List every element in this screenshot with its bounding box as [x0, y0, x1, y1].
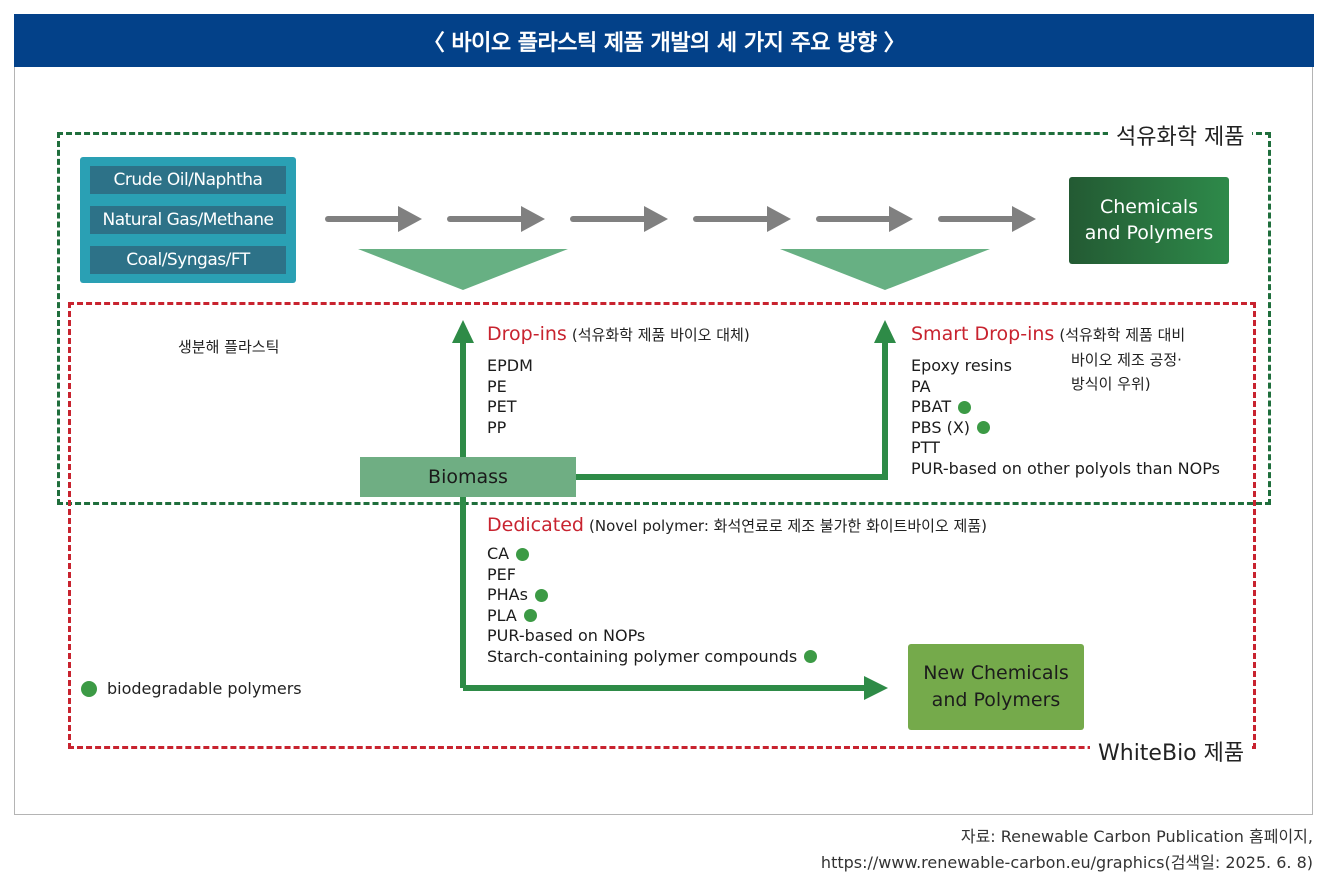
- polymer-item: EPDM: [487, 356, 533, 377]
- drop-ins-title: Drop-ins: [487, 323, 567, 345]
- polymer-item: PE: [487, 377, 533, 398]
- smart-drop-ins-note-1: (석유화학 제품 대비: [1059, 326, 1186, 344]
- dedicated-title: Dedicated: [487, 514, 584, 536]
- arrow-up-smart-drop-ins: [874, 320, 896, 343]
- polymer-label: PUR-based on NOPs: [487, 626, 646, 645]
- polymer-label: Starch-containing polymer compounds: [487, 646, 798, 666]
- polymer-item: CA: [487, 544, 817, 565]
- smart-drop-ins-note-2: 바이오 제조 공정·: [1071, 351, 1182, 369]
- polymer-item: PTT: [911, 438, 1220, 459]
- gray-arrow: [938, 206, 1036, 232]
- biodegradable-dot-icon: [523, 609, 537, 623]
- drop-ins-heading: Drop-ins (석유화학 제품 바이오 대체): [487, 324, 750, 345]
- polymer-item: PEF: [487, 565, 817, 586]
- source-note-line2: https://www.renewable-carbon.eu/graphics…: [820, 853, 1313, 872]
- polymer-item: PHAs: [487, 585, 817, 606]
- arrow-right-new-chemicals: [864, 676, 888, 700]
- polymer-label: PBS (X): [911, 417, 971, 437]
- funnel-smart-drop-ins: [780, 249, 990, 290]
- legend: biodegradable polymers: [81, 679, 302, 698]
- polymer-item: Epoxy resins: [911, 356, 1220, 377]
- polymer-label: PLA: [487, 605, 517, 625]
- polymer-label: CA: [487, 544, 510, 563]
- legend-label: biodegradable polymers: [107, 679, 302, 698]
- gray-arrow: [325, 206, 422, 232]
- biodegradable-dot-icon: [516, 547, 530, 561]
- biodegradable-dot-icon: [81, 680, 97, 697]
- polymer-label: PE: [487, 376, 507, 396]
- polymer-item: PP: [487, 418, 533, 439]
- whitebio-region: [68, 302, 1256, 749]
- biomass-box: Biomass: [360, 457, 576, 497]
- polymer-label: EPDM: [487, 356, 533, 375]
- gray-arrow: [693, 206, 791, 232]
- biodegradable-dot-icon: [534, 588, 548, 602]
- polymer-item: PBS (X): [911, 418, 1220, 439]
- source-note: 자료: Renewable Carbon Publication 홈페이지, h…: [821, 824, 1313, 876]
- funnel-drop-ins: [358, 249, 568, 290]
- biodegradable-dot-icon: [958, 400, 972, 414]
- petrochemical-label: 석유화학 제품: [1108, 119, 1253, 151]
- biodegradable-dot-icon: [977, 421, 991, 435]
- source-crude-oil: Crude Oil/Naphtha: [90, 166, 286, 194]
- smart-drop-ins-heading: Smart Drop-ins (석유화학 제품 대비: [911, 324, 1185, 345]
- fossil-sources-box: Crude Oil/Naphtha Natural Gas/Methane Co…: [80, 157, 296, 283]
- source-note-line1: 자료: Renewable Carbon Publication 홈페이지,: [960, 827, 1313, 846]
- polymer-label: PUR-based on other polyols than NOPs: [911, 458, 1220, 478]
- polymer-item: PLA: [487, 606, 817, 627]
- gray-arrow: [816, 206, 913, 232]
- source-coal: Coal/Syngas/FT: [90, 246, 286, 274]
- polymer-item: PBAT: [911, 397, 1220, 418]
- chemicals-line2: and Polymers: [1084, 221, 1214, 244]
- petrochemical-region: [57, 132, 1271, 505]
- new-chemicals-polymers-box: New Chemicals and Polymers: [908, 644, 1084, 730]
- polymer-label: PP: [487, 417, 507, 437]
- polymer-label: PHAs: [487, 585, 528, 604]
- smart-drop-ins-title: Smart Drop-ins: [911, 323, 1055, 345]
- figure-frame: [14, 67, 1313, 815]
- source-natural-gas: Natural Gas/Methane: [90, 206, 286, 234]
- dedicated-heading: Dedicated (Novel polymer: 화석연료로 제조 불가한 화…: [487, 515, 987, 536]
- polymer-item: PET: [487, 397, 533, 418]
- polymer-label: PEF: [487, 564, 516, 584]
- polymer-label: PA: [911, 376, 931, 396]
- dedicated-note: (Novel polymer: 화석연료로 제조 불가한 화이트바이오 제품): [589, 517, 987, 535]
- chemicals-polymers-box: Chemicals and Polymers: [1069, 177, 1229, 264]
- whitebio-label: WhiteBio 제품: [1090, 735, 1253, 767]
- polymer-item: PA: [911, 377, 1220, 398]
- polymer-item: PUR-based on other polyols than NOPs: [911, 459, 1220, 480]
- polymer-label: Epoxy resins: [911, 356, 1012, 375]
- new-chemicals-line2: and Polymers: [931, 689, 1061, 711]
- gray-flow-arrows: [325, 206, 1036, 232]
- polymer-label: PET: [487, 397, 517, 416]
- gray-arrow: [570, 206, 668, 232]
- figure-title: 〈 바이오 플라스틱 제품 개발의 세 가지 주요 방향 〉: [14, 14, 1314, 67]
- polymer-item: Starch-containing polymer compounds: [487, 646, 818, 668]
- smart-drop-ins-note-3: 방식이 우위): [1071, 375, 1151, 393]
- green-flow-arrows: [452, 320, 896, 700]
- polymer-label: PBAT: [911, 397, 952, 416]
- drop-ins-note: (석유화학 제품 바이오 대체): [571, 326, 750, 344]
- new-chemicals-line1: New Chemicals: [923, 662, 1069, 685]
- polymer-item: PUR-based on NOPs: [487, 626, 817, 647]
- chemicals-line1: Chemicals: [1099, 195, 1199, 218]
- biodegradable-plastic-label: 생분해 플라스틱: [178, 338, 280, 356]
- biodegradable-dot-icon: [804, 650, 818, 664]
- arrow-up-drop-ins: [452, 320, 474, 343]
- gray-arrow: [447, 206, 545, 232]
- polymer-label: PTT: [911, 438, 940, 457]
